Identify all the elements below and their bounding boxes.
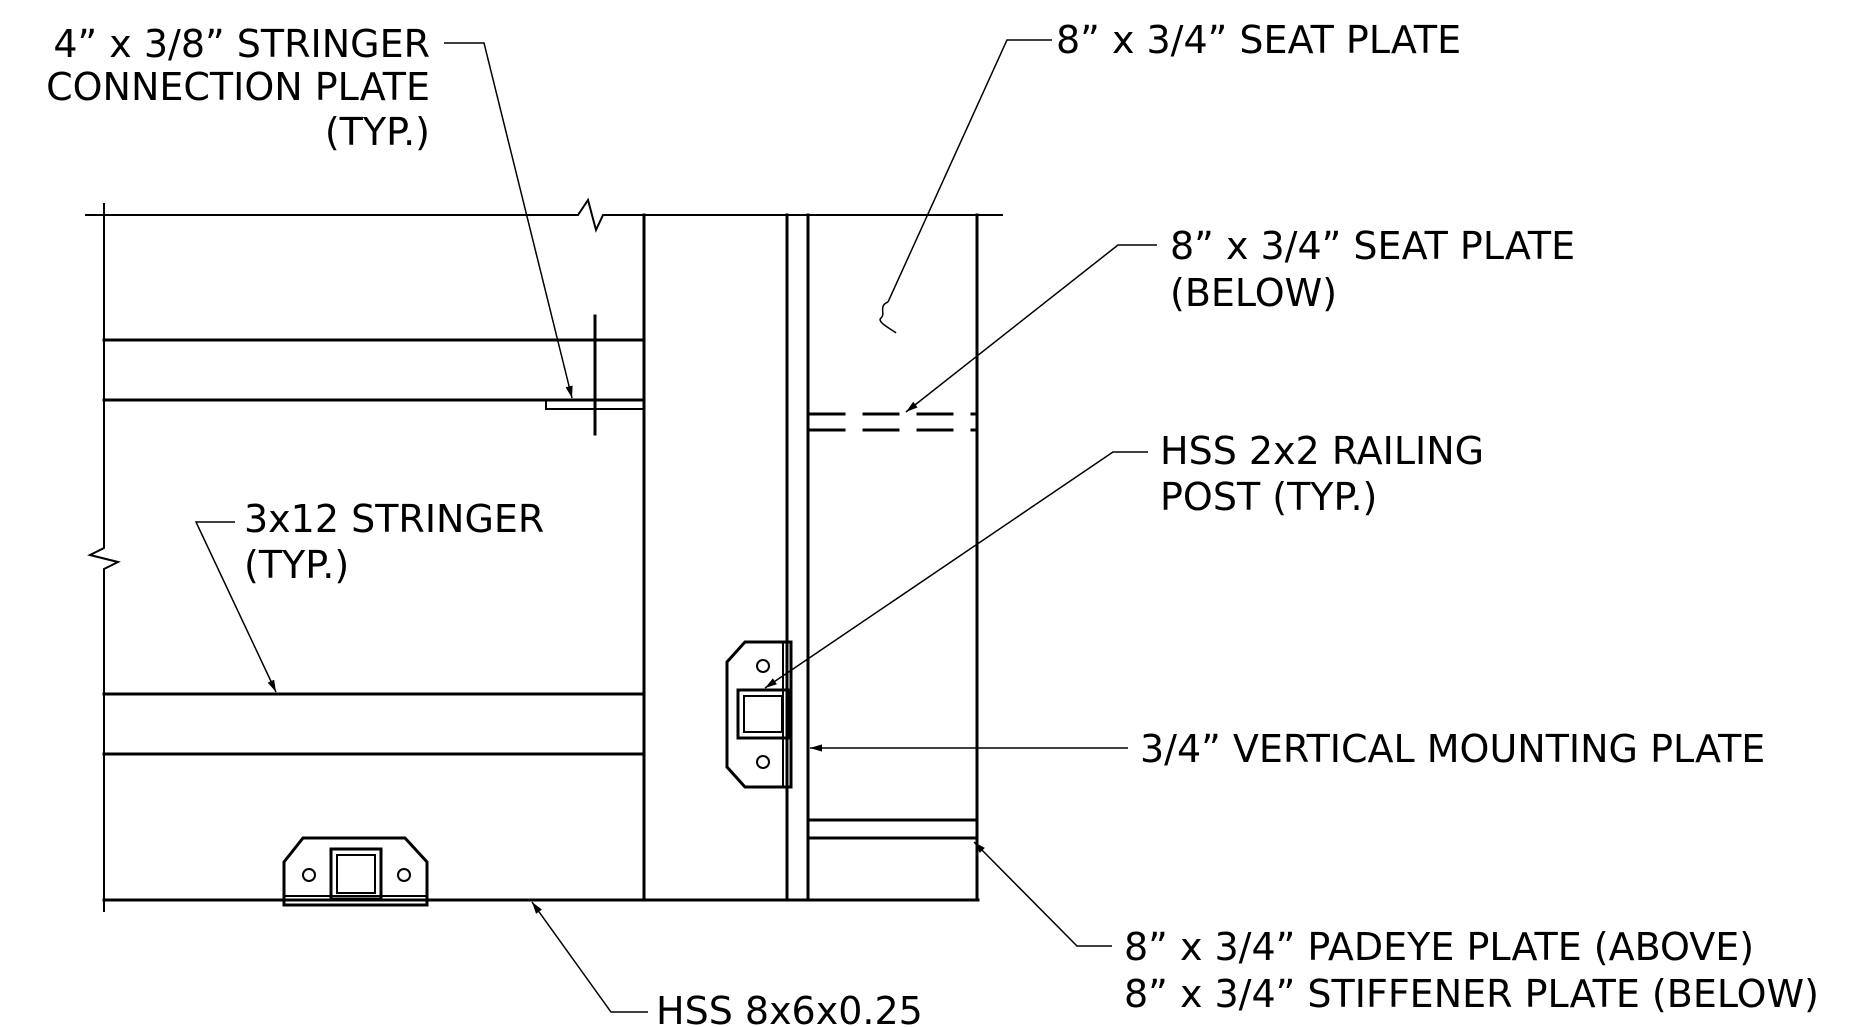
label-stringer-connection-plate: 4” x 3/8” STRINGER CONNECTION PLATE (TYP…: [46, 22, 430, 154]
label-seat-plate-below: 8” x 3/4” SEAT PLATE (BELOW): [1170, 224, 1575, 315]
leader-hss-beam: [531, 901, 648, 1013]
label-hss-beam: HSS 8x6x0.25: [656, 989, 923, 1027]
left-edge: [87, 203, 121, 912]
svg-text:(TYP.): (TYP.): [244, 543, 349, 587]
leader-railing-post: [764, 451, 1148, 689]
leader-stringer: [194, 521, 277, 693]
leader-stringer-conn: [444, 42, 573, 399]
bolt-hole-right: [397, 868, 411, 882]
svg-text:(TYP.): (TYP.): [325, 110, 430, 154]
frame-outline: [85, 197, 1003, 912]
label-mounting-plate: 3/4” VERTICAL MOUNTING PLATE: [1140, 727, 1765, 771]
bolt-hole-bottom: [756, 755, 770, 769]
hss-post-outer: [736, 688, 790, 740]
leader-seat-top: [887, 39, 1052, 303]
svg-text:HSS 2x2 RAILING: HSS 2x2 RAILING: [1160, 429, 1484, 473]
svg-text:POST (TYP.): POST (TYP.): [1160, 475, 1377, 519]
leader-seat-below: [905, 244, 1157, 413]
seat-plate-below: [808, 412, 979, 432]
railing-post-horizontal: [282, 836, 429, 907]
label-stringer: 3x12 STRINGER (TYP.): [244, 497, 544, 587]
bolt-hole-top: [756, 659, 770, 673]
label-padeye-plate: 8” x 3/4” PADEYE PLATE (ABOVE) 8” x 3/4”…: [1124, 925, 1819, 1016]
svg-text:(BELOW): (BELOW): [1170, 271, 1337, 315]
svg-text:3/4” VERTICAL MOUNTING PLATE: 3/4” VERTICAL MOUNTING PLATE: [1140, 727, 1765, 771]
svg-text:HSS 8x6x0.25: HSS 8x6x0.25: [656, 989, 923, 1027]
svg-text:8” x 3/4” SEAT PLATE: 8” x 3/4” SEAT PLATE: [1170, 224, 1575, 268]
top-edge: [85, 197, 1003, 233]
svg-text:8” x 3/4” PADEYE PLATE (ABOVE): 8” x 3/4” PADEYE PLATE (ABOVE): [1124, 925, 1754, 969]
leaders: [194, 39, 1157, 1013]
hss-post-inner-2: [336, 854, 376, 894]
label-railing-post: HSS 2x2 RAILING POST (TYP.): [1160, 429, 1484, 519]
padeye-plate: [806, 818, 979, 840]
hss-post-outer-2: [329, 847, 383, 901]
upper-stringer: [102, 314, 646, 436]
svg-text:8” x 3/4” SEAT PLATE: 8” x 3/4” SEAT PLATE: [1056, 18, 1461, 62]
svg-text:4” x 3/8” STRINGER: 4” x 3/8” STRINGER: [53, 22, 430, 66]
hss-post-inner: [743, 695, 783, 733]
svg-text:CONNECTION PLATE: CONNECTION PLATE: [46, 65, 430, 109]
svg-text:8” x 3/4” STIFFENER PLATE (BEL: 8” x 3/4” STIFFENER PLATE (BELOW): [1124, 972, 1819, 1016]
svg-text:3x12 STRINGER: 3x12 STRINGER: [244, 497, 544, 541]
vertical-members: [642, 213, 979, 902]
leader-padeye: [973, 841, 1112, 947]
railing-post-vertical: [725, 640, 793, 789]
bolt-hole-left: [302, 868, 316, 882]
label-seat-plate-top: 8” x 3/4” SEAT PLATE: [1056, 18, 1461, 62]
stringer-connection-plate: [545, 400, 644, 410]
lower-stringer: [102, 692, 646, 756]
